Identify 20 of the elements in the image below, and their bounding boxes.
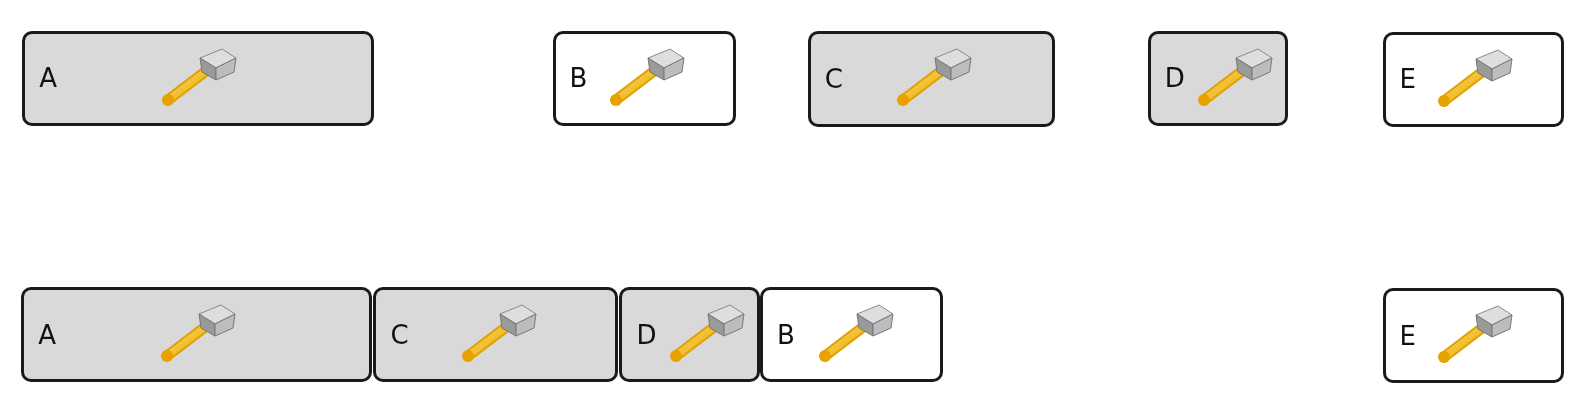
tool-box [1382, 288, 1564, 383]
tool-box [1147, 31, 1289, 126]
box-letter: C [824, 65, 843, 92]
tool-box [1382, 32, 1564, 127]
box-letter: E [1399, 66, 1416, 93]
box-letter: D [636, 321, 657, 348]
box-letter: A [39, 65, 58, 92]
tool-box [619, 287, 761, 382]
tool-box [21, 287, 373, 382]
box-letter: E [1399, 322, 1416, 349]
box-letter: B [777, 321, 795, 348]
tool-box [760, 287, 944, 382]
tool-box [373, 287, 619, 382]
tool-box [22, 31, 375, 126]
box-letter: C [390, 321, 409, 348]
box-letter: A [38, 321, 57, 348]
tool-box [552, 31, 736, 126]
tool-box [807, 31, 1055, 127]
box-letter: D [1164, 65, 1185, 92]
box-letter: B [569, 65, 588, 92]
